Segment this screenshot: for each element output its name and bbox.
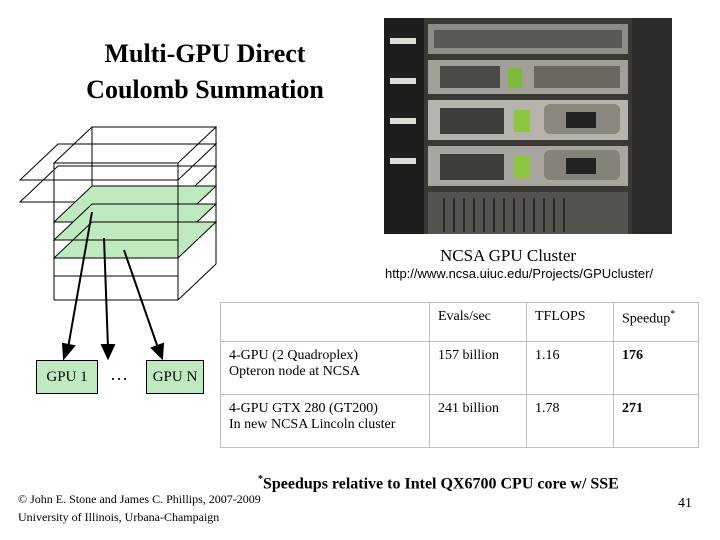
- photo-url: http://www.ncsa.uiuc.edu/Projects/GPUclu…: [385, 266, 654, 281]
- copyright-line-1: © John E. Stone and James C. Phillips, 2…: [18, 492, 261, 506]
- table-header-speedup: Speedup*: [613, 302, 699, 342]
- table-cell-tflops: 1.78: [526, 394, 614, 448]
- copyright-notice: © John E. Stone and James C. Phillips, 2…: [18, 490, 261, 526]
- copyright-line-2: University of Illinois, Urbana-Champaign: [18, 510, 220, 524]
- footnote-text: Speedups relative to Intel QX6700 CPU co…: [263, 475, 619, 493]
- speedup-footnote: *Speedups relative to Intel QX6700 CPU c…: [258, 474, 619, 493]
- plane-layer-1: [18, 165, 218, 203]
- table-cell-speedup: 176: [613, 341, 699, 395]
- table-header-evals: Evals/sec: [429, 302, 527, 342]
- slab-plane-3: [52, 221, 218, 259]
- config-line-2: Opteron node at NCSA: [229, 364, 361, 379]
- table-header-empty: [220, 302, 430, 342]
- server-rack-image: [384, 18, 672, 234]
- photo-caption: NCSA GPU Cluster: [440, 246, 577, 265]
- config-line-2: In new NCSA Lincoln cluster: [229, 417, 396, 432]
- table-header-row: Evals/sec TFLOPS Speedup*: [220, 302, 699, 342]
- table-cell-config: 4-GPU (2 Quadroplex) Opteron node at NCS…: [220, 341, 430, 395]
- table-cell-evals: 157 billion: [429, 341, 527, 395]
- slab-plane-2: [52, 203, 218, 241]
- title-line-2: Coulomb Summation: [86, 75, 324, 104]
- page-number: 41: [678, 496, 692, 511]
- footnote-marker: *: [258, 474, 263, 485]
- table-cell-speedup: 271: [613, 394, 699, 448]
- table-row: 4-GPU (2 Quadroplex) Opteron node at NCS…: [220, 341, 699, 395]
- title-line-1: Multi-GPU Direct: [104, 39, 306, 68]
- speedup-footnote-marker: *: [670, 309, 676, 320]
- table-cell-evals: 241 billion: [429, 394, 527, 448]
- speedup-label: Speedup: [622, 311, 671, 327]
- ellipsis: …: [110, 364, 128, 384]
- config-line-1: 4-GPU (2 Quadroplex): [229, 348, 359, 363]
- plane-layer-back: [18, 143, 218, 181]
- table-header-tflops: TFLOPS: [526, 302, 614, 342]
- table-row: 4-GPU GTX 280 (GT200) In new NCSA Lincol…: [220, 394, 699, 448]
- table-cell-config: 4-GPU GTX 280 (GT200) In new NCSA Lincol…: [220, 394, 430, 448]
- cube-outline: [52, 126, 218, 301]
- gpu-1-box: GPU 1: [36, 360, 98, 394]
- gpu-cluster-photo: [384, 18, 672, 234]
- gpu-n-box: GPU N: [146, 360, 204, 394]
- config-line-1: 4-GPU GTX 280 (GT200): [229, 401, 378, 416]
- slab-plane-1: [52, 185, 218, 223]
- slide-title: Multi-GPU Direct Coulomb Summation: [40, 36, 370, 108]
- table-cell-tflops: 1.16: [526, 341, 614, 395]
- performance-table: Evals/sec TFLOPS Speedup* 4-GPU (2 Quadr…: [220, 302, 699, 448]
- gpu-arrows: [61, 211, 165, 361]
